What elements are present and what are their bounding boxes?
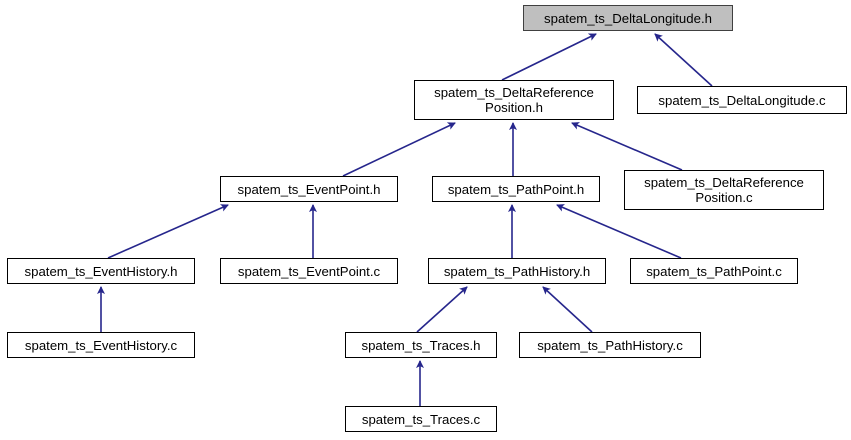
graph-node-label: spatem_ts_EventPoint.c	[237, 263, 381, 279]
graph-node-deltareferenceposition_h[interactable]: spatem_ts_DeltaReference Position.h	[414, 80, 614, 120]
graph-edge-deltalongitude_c-to-deltalongitude_h	[654, 33, 713, 87]
graph-node-label: spatem_ts_EventPoint.h	[237, 181, 381, 197]
graph-node-pathpoint_c[interactable]: spatem_ts_PathPoint.c	[630, 258, 798, 284]
graph-edge-traces_h-to-pathhistory_h	[416, 286, 468, 333]
graph-node-label: spatem_ts_DeltaLongitude.c	[658, 92, 826, 108]
graph-edge-deltareferenceposition_c-to-deltareferenceposition_h	[571, 122, 683, 171]
graph-node-label: spatem_ts_PathPoint.h	[447, 181, 585, 197]
graph-node-label: spatem_ts_DeltaReference Position.h	[434, 85, 594, 115]
graph-node-label: spatem_ts_DeltaLongitude.h	[544, 10, 712, 26]
graph-node-eventpoint_c[interactable]: spatem_ts_EventPoint.c	[220, 258, 398, 284]
graph-node-label: spatem_ts_DeltaReference Position.c	[644, 175, 804, 205]
graph-node-label: spatem_ts_Traces.h	[361, 337, 481, 353]
graph-edge-eventhistory_h-to-eventpoint_h	[107, 204, 229, 259]
graph-node-deltalongitude_h[interactable]: spatem_ts_DeltaLongitude.h	[523, 5, 733, 31]
graph-edge-pathhistory_c-to-pathhistory_h	[542, 286, 593, 333]
graph-node-eventhistory_h[interactable]: spatem_ts_EventHistory.h	[7, 258, 195, 284]
graph-edge-pathpoint_c-to-pathpoint_h	[556, 204, 682, 259]
graph-node-label: spatem_ts_PathHistory.h	[443, 263, 591, 279]
graph-node-traces_h[interactable]: spatem_ts_Traces.h	[345, 332, 497, 358]
graph-node-label: spatem_ts_PathHistory.c	[537, 337, 683, 353]
graph-edge-deltareferenceposition_h-to-deltalongitude_h	[501, 33, 597, 81]
graph-node-pathpoint_h[interactable]: spatem_ts_PathPoint.h	[432, 176, 600, 202]
graph-node-label: spatem_ts_EventHistory.h	[24, 263, 178, 279]
graph-node-traces_c[interactable]: spatem_ts_Traces.c	[345, 406, 497, 432]
graph-node-eventhistory_c[interactable]: spatem_ts_EventHistory.c	[7, 332, 195, 358]
graph-edge-eventpoint_h-to-deltareferenceposition_h	[342, 122, 456, 177]
graph-node-deltalongitude_c[interactable]: spatem_ts_DeltaLongitude.c	[637, 86, 847, 114]
graph-node-pathhistory_c[interactable]: spatem_ts_PathHistory.c	[519, 332, 701, 358]
graph-node-eventpoint_h[interactable]: spatem_ts_EventPoint.h	[220, 176, 398, 202]
graph-node-label: spatem_ts_PathPoint.c	[646, 263, 782, 279]
graph-node-label: spatem_ts_EventHistory.c	[24, 337, 178, 353]
graph-node-pathhistory_h[interactable]: spatem_ts_PathHistory.h	[428, 258, 606, 284]
graph-node-label: spatem_ts_Traces.c	[361, 411, 481, 427]
graph-node-deltareferenceposition_c[interactable]: spatem_ts_DeltaReference Position.c	[624, 170, 824, 210]
